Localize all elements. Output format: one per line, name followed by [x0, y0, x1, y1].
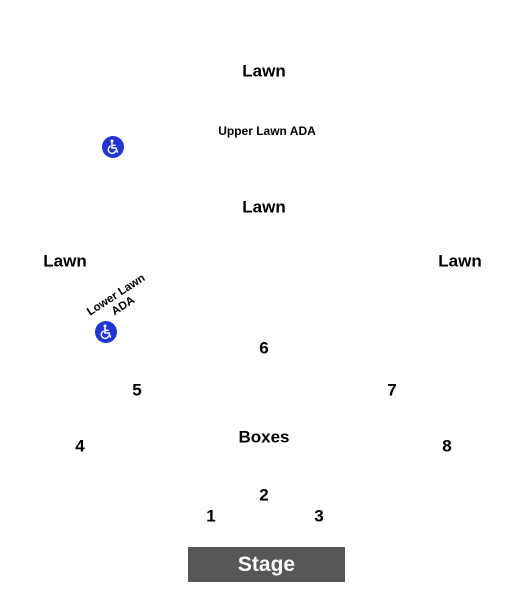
- section-3[interactable]: 3: [314, 506, 324, 526]
- section-lawn-top[interactable]: Lawn: [242, 61, 286, 81]
- section-7[interactable]: 7: [387, 380, 397, 400]
- section-lawn-right[interactable]: Lawn: [438, 251, 482, 271]
- section-lawn-middle[interactable]: Lawn: [242, 197, 286, 217]
- section-upper-lawn-ada[interactable]: Upper Lawn ADA: [218, 124, 316, 138]
- section-5[interactable]: 5: [132, 380, 142, 400]
- wheelchair-icon: [102, 136, 124, 158]
- section-2[interactable]: 2: [259, 485, 269, 505]
- stage-label: Stage: [237, 552, 296, 576]
- section-boxes[interactable]: Boxes: [238, 427, 290, 447]
- stage: Stage: [188, 547, 345, 582]
- section-8[interactable]: 8: [442, 436, 452, 456]
- section-6[interactable]: 6: [259, 338, 269, 358]
- section-4[interactable]: 4: [75, 436, 85, 456]
- section-lawn-left[interactable]: Lawn: [43, 251, 87, 271]
- wheelchair-icon: [95, 321, 117, 343]
- section-1[interactable]: 1: [206, 506, 216, 526]
